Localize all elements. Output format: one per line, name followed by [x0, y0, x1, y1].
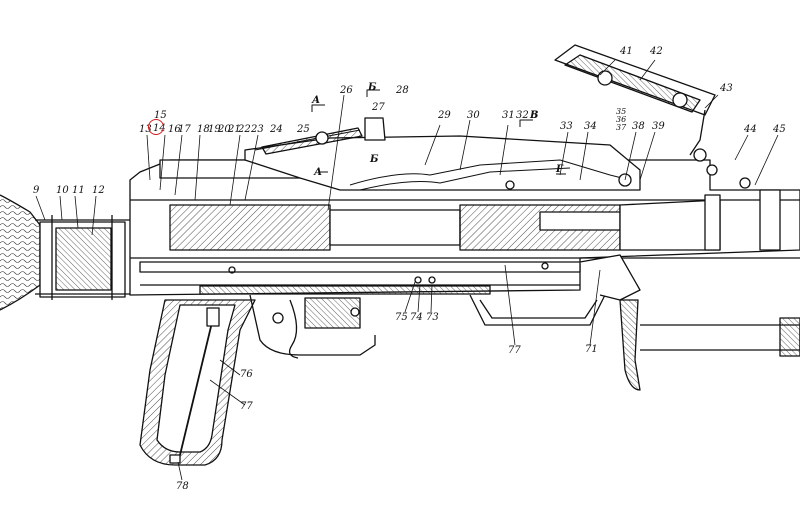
- operating-rod: [139, 261, 581, 295]
- part-label-24: 24: [270, 124, 283, 135]
- part-label-8: 8: [531, 110, 538, 121]
- trigger-group: [249, 294, 376, 359]
- section-mark-b-top: Б: [368, 82, 377, 93]
- section-mark-a-inner: А: [314, 167, 323, 178]
- part-label-19: 19: [208, 124, 221, 135]
- leader-lines: [35, 59, 779, 481]
- part-label-21: 21: [228, 124, 241, 135]
- section-mark-g: Г: [556, 164, 563, 175]
- part-label-18: 18: [197, 124, 210, 135]
- part-label-38: 38: [632, 121, 645, 132]
- part-label-73: 73: [426, 312, 439, 323]
- part-label-17: 17: [178, 124, 191, 135]
- part-label-29: 29: [438, 110, 451, 121]
- part-label-39: 39: [652, 121, 665, 132]
- part-label-78: 78: [176, 481, 189, 492]
- section-mark-b-inner: Б: [370, 154, 379, 165]
- highlight-circle: [148, 119, 164, 135]
- part-label-35: 35: [616, 107, 627, 116]
- part-label-30: 30: [467, 110, 480, 121]
- part-label-11: 11: [72, 185, 85, 196]
- pistol-grip: [139, 299, 256, 466]
- part-label-25: 25: [297, 124, 310, 135]
- part-label-77-grip: 77: [240, 401, 253, 412]
- part-label-43: 43: [720, 83, 733, 94]
- part-label-28: 28: [396, 85, 409, 96]
- part-label-41: 41: [620, 46, 633, 57]
- part-label-9: 9: [33, 185, 40, 196]
- section-arrows: [311, 89, 566, 175]
- part-label-22: 22: [238, 124, 251, 135]
- part-label-37: 37: [616, 123, 627, 132]
- part-label-33: 33: [560, 121, 573, 132]
- part-label-23: 23: [251, 124, 264, 135]
- part-label-16: 16: [168, 124, 181, 135]
- part-label-10: 10: [56, 185, 69, 196]
- part-label-75: 75: [395, 312, 408, 323]
- part-label-31: 31: [502, 110, 515, 121]
- part-label-74: 74: [410, 312, 423, 323]
- part-label-26: 26: [340, 85, 353, 96]
- part-label-71: 71: [585, 344, 598, 355]
- part-label-42: 42: [650, 46, 663, 57]
- part-label-44: 44: [744, 124, 757, 135]
- part-label-12: 12: [92, 185, 105, 196]
- butt-stock: [0, 194, 130, 311]
- part-label-20: 20: [218, 124, 231, 135]
- part-label-34: 34: [584, 121, 597, 132]
- part-label-27: 27: [372, 102, 385, 113]
- part-label-76: 76: [240, 369, 253, 380]
- part-label-13: 13: [139, 124, 152, 135]
- part-label-45: 45: [773, 124, 786, 135]
- part-label-36: 36: [616, 115, 627, 124]
- feed-cover: [244, 117, 641, 191]
- bolt-and-barrel: [169, 189, 781, 251]
- part-label-32: 32: [516, 110, 529, 121]
- lower-bracket: [469, 254, 800, 391]
- section-mark-v: В: [530, 110, 539, 121]
- part-label-15: 15: [154, 110, 167, 121]
- carrying-handle: [554, 44, 751, 189]
- part-label-77-rod: 77: [508, 345, 521, 356]
- section-mark-a-top: А: [312, 95, 321, 106]
